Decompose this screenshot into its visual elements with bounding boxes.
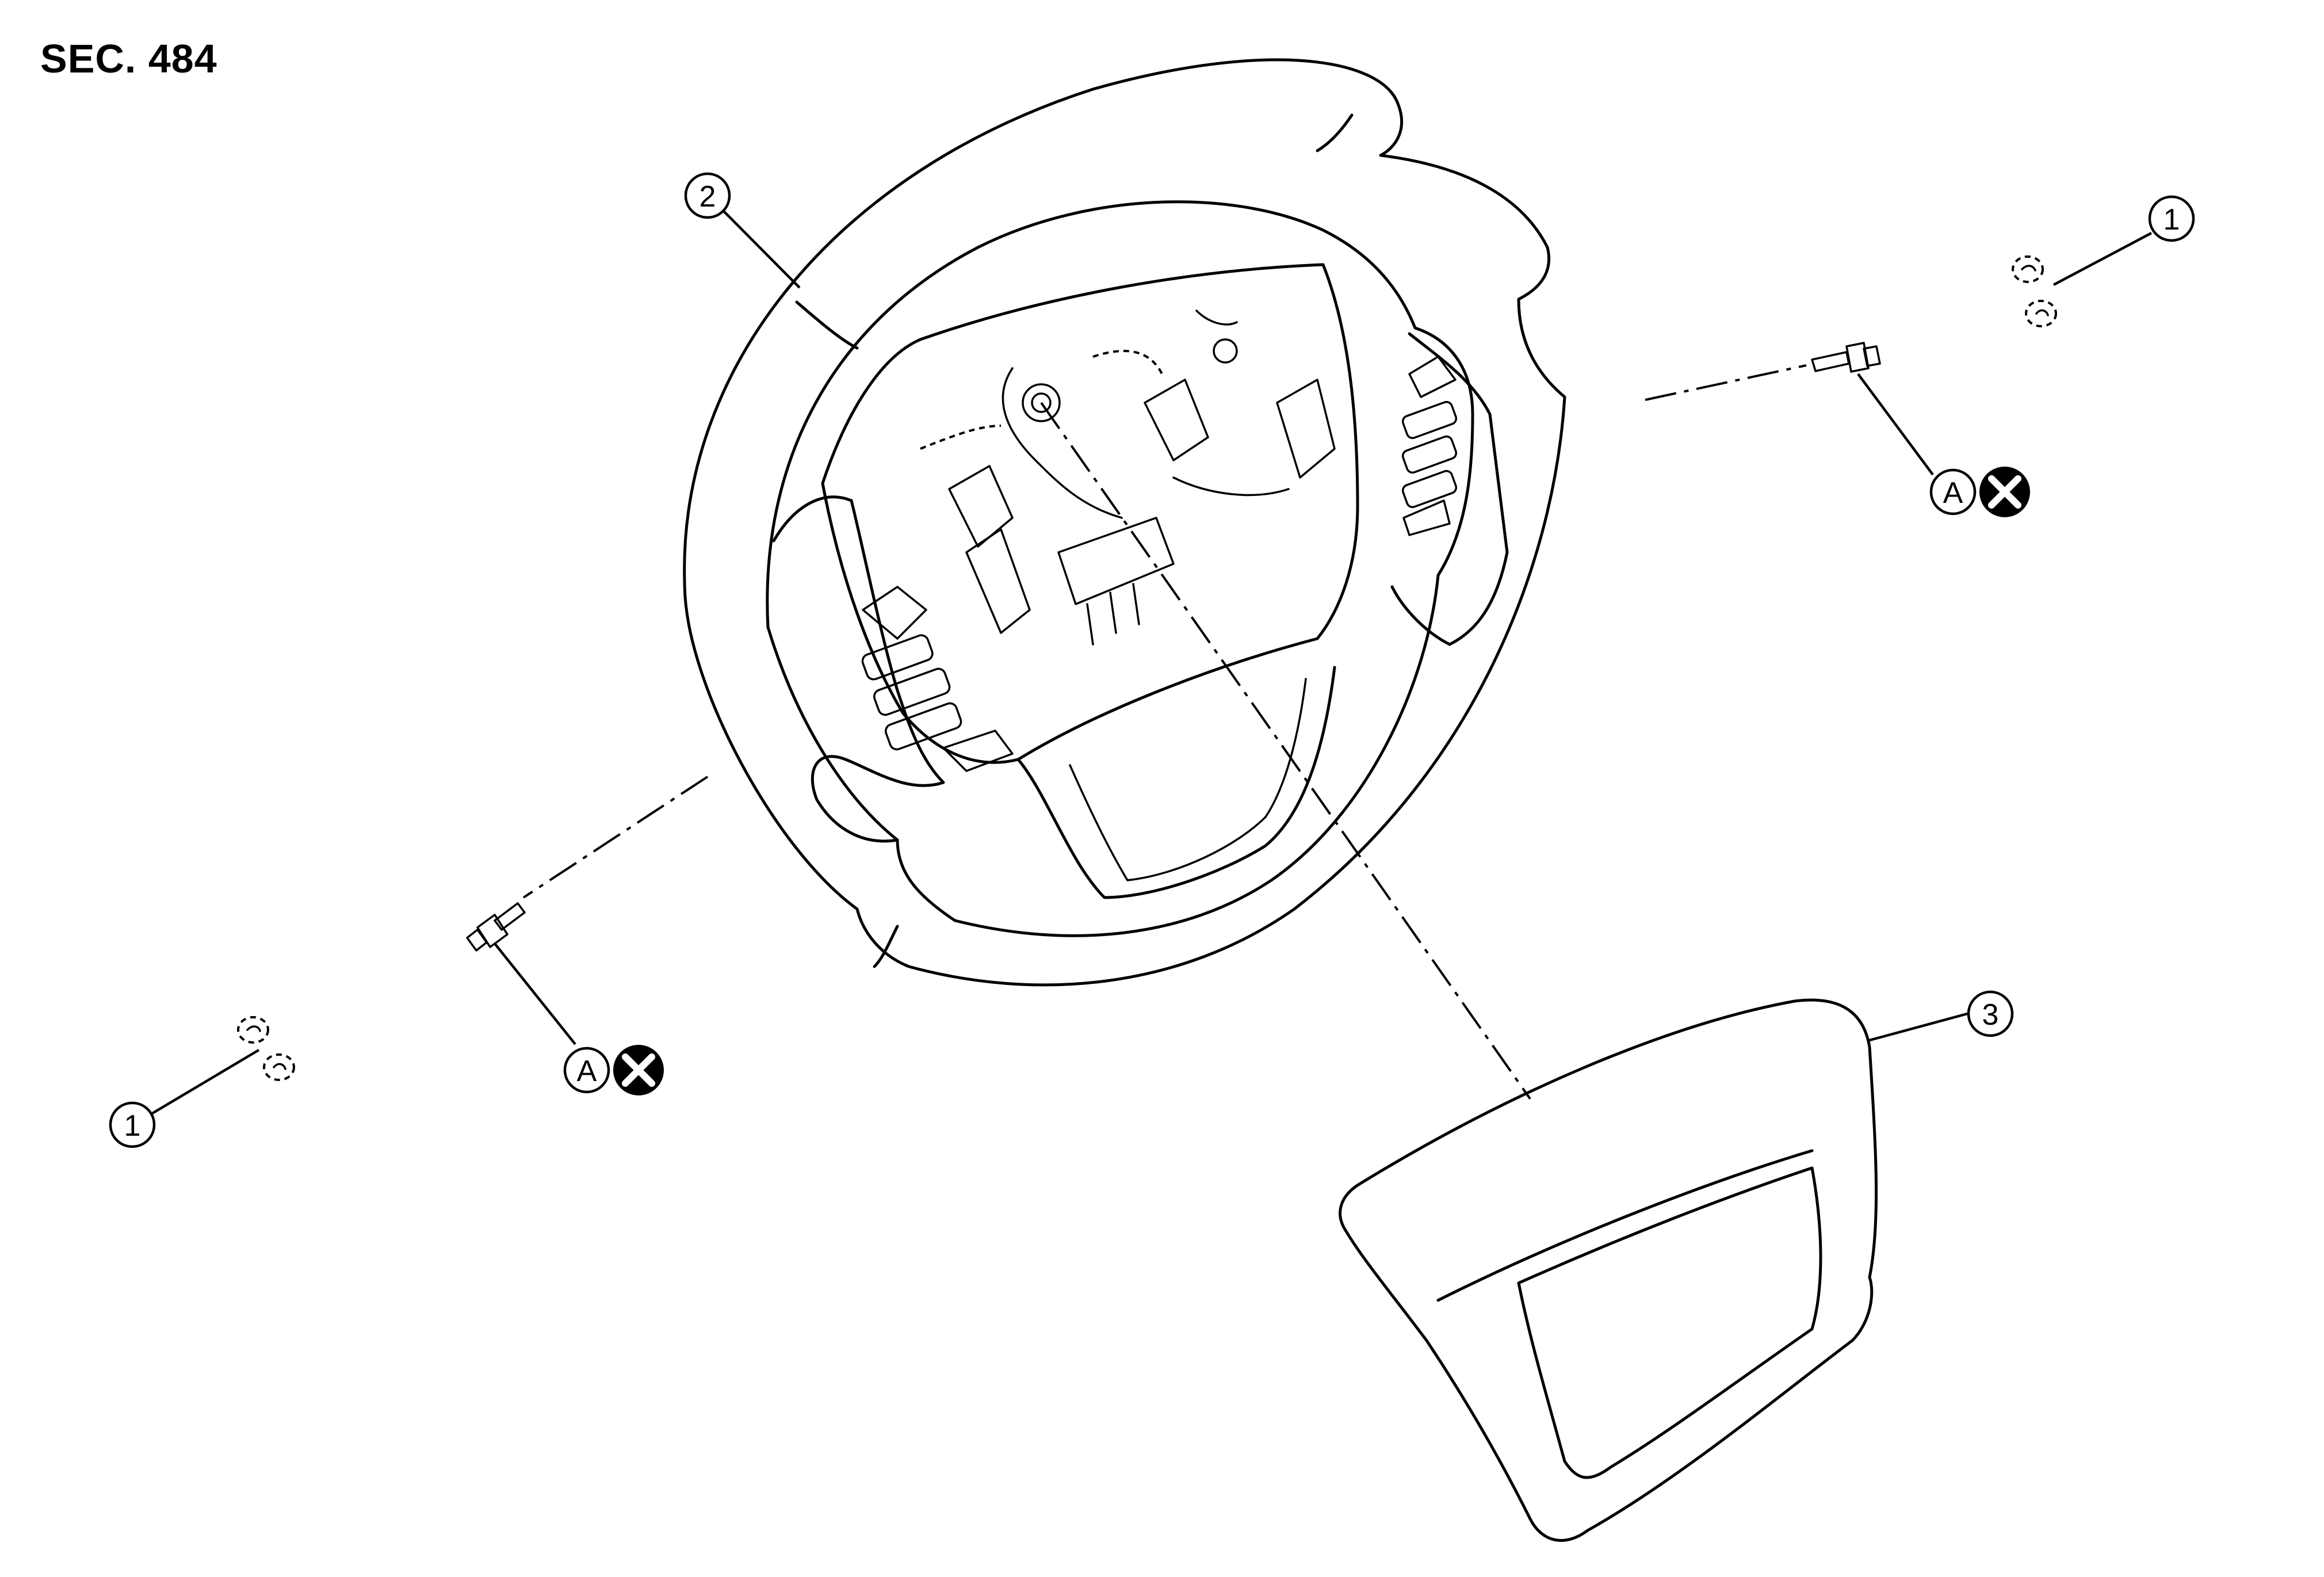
wheel-rim-inner (766, 200, 1474, 937)
rim-seam-top (1316, 113, 1354, 152)
steering-wheel (683, 58, 1566, 987)
left-switch-group (861, 586, 1014, 772)
airbag-outline (1339, 998, 1878, 1542)
airbag-assembly-line (1040, 402, 1531, 1100)
right-switch-group (1401, 356, 1458, 536)
leader-airbag (1869, 1012, 1968, 1042)
hub-lower-cover (1016, 666, 1336, 899)
right-spoke (1390, 332, 1509, 646)
rim-seam-left (795, 300, 859, 350)
hub-internal-detail (920, 310, 1336, 646)
clip-icon (237, 1016, 269, 1044)
bolt-icon (494, 902, 526, 931)
bolt-icon (1811, 351, 1850, 372)
rim-seam-bottom (873, 925, 899, 968)
bolt-left-axis (522, 776, 709, 899)
left-spoke (772, 495, 945, 843)
marker-a-right: A (1929, 467, 2030, 517)
bolt-right-axis (1645, 364, 1807, 401)
leader-clip-right (2052, 232, 2153, 286)
svg-text:3: 3 (1982, 998, 1999, 1032)
airbag-emblem-panel (1517, 1166, 1822, 1479)
airbag-face-line (1436, 1149, 1814, 1302)
svg-text:A: A (577, 1055, 597, 1088)
callout-clip-right: 1 (2148, 195, 2195, 242)
leader-marker-right (1857, 373, 1934, 476)
leader-clip-left (151, 1049, 260, 1114)
leader-marker-left (494, 942, 576, 1045)
wheel-rim-outer (683, 58, 1566, 987)
hub-housing (821, 263, 1359, 764)
bolt-right (1811, 342, 1881, 373)
clip-icon (2012, 255, 2044, 283)
marker-a-left: A (563, 1045, 664, 1095)
x-circle-icon (1979, 467, 2030, 517)
section-label: SEC. 484 (40, 36, 217, 81)
clip-left (237, 1016, 295, 1081)
svg-text:2: 2 (700, 180, 716, 213)
leader-steering-wheel (721, 209, 801, 289)
bolt-left (466, 902, 526, 952)
callout-airbag-module: 3 (1967, 990, 2014, 1037)
hub-lower-inner (1069, 678, 1307, 881)
svg-text:1: 1 (2164, 203, 2180, 236)
x-circle-icon (613, 1045, 664, 1095)
svg-text:1: 1 (124, 1109, 141, 1143)
airbag-module (1339, 998, 1878, 1542)
callout-steering-wheel: 2 (684, 172, 731, 219)
callout-clip-left: 1 (109, 1101, 156, 1148)
clip-right (2012, 255, 2057, 327)
svg-text:A: A (1943, 476, 1963, 510)
